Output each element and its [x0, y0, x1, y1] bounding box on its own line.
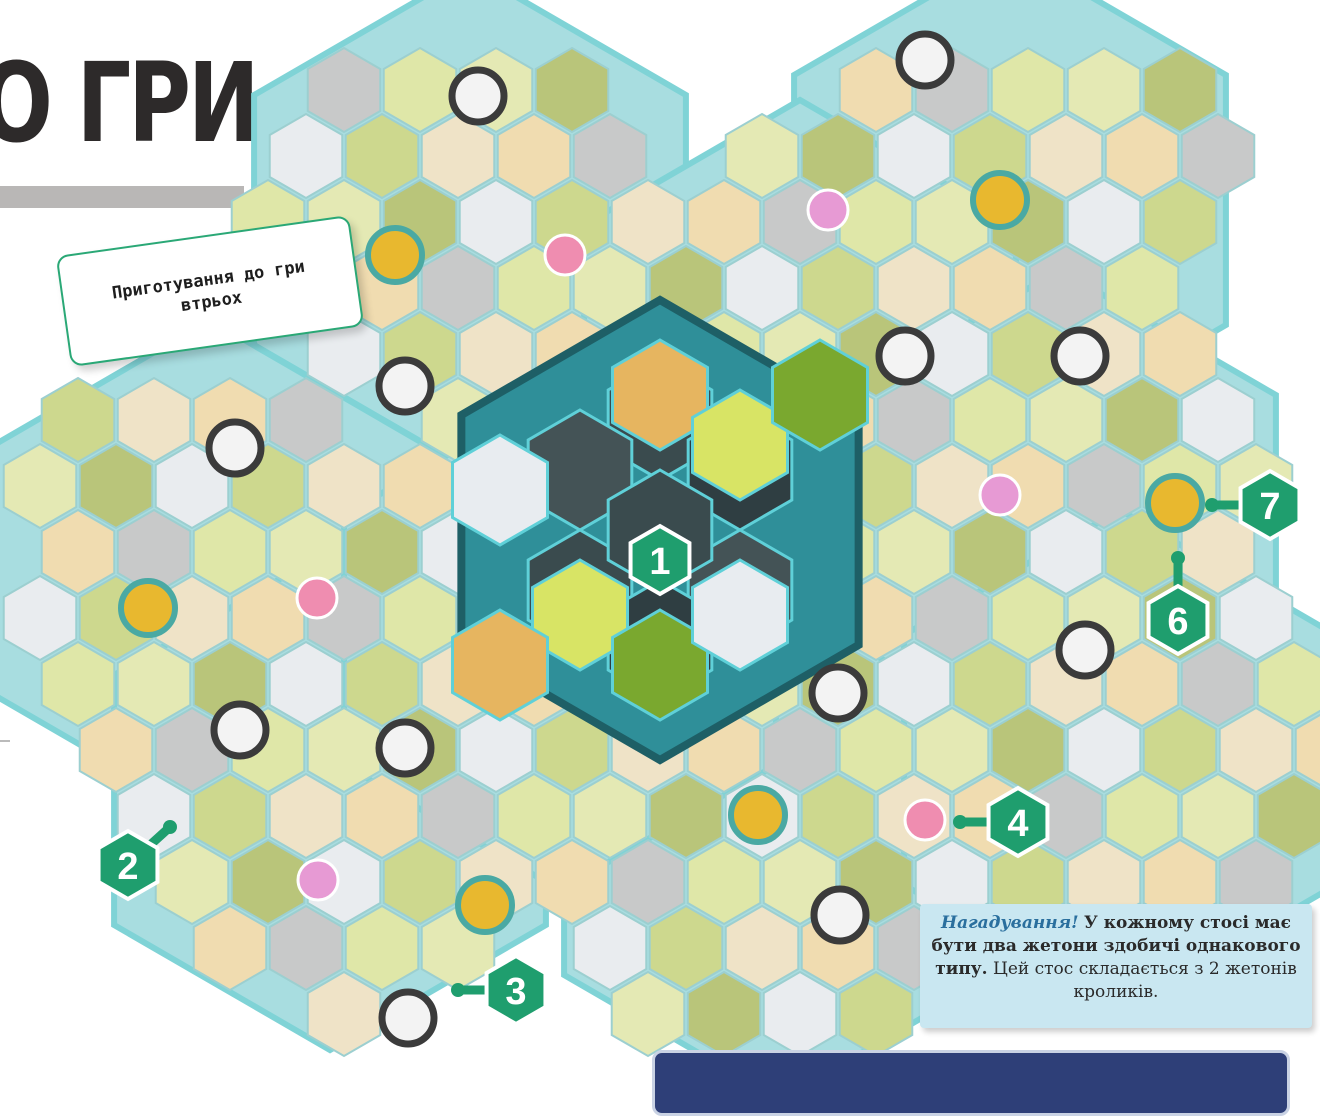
prey-token-icon: [808, 190, 848, 230]
setup-callout-text: Приготування до гри втрьох: [108, 255, 312, 327]
step-marker-label: 4: [1007, 803, 1028, 845]
marker-arrowhead: [953, 815, 967, 829]
special-token-icon: [973, 173, 1027, 227]
special-token-icon: [368, 228, 422, 282]
wolf-token-icon: [1059, 624, 1111, 676]
step-marker-label: 7: [1259, 486, 1280, 528]
marker-arrowhead: [163, 820, 177, 834]
prey-token-icon: [905, 800, 945, 840]
wolf-token-icon: [382, 992, 434, 1044]
wolf-token-icon: [812, 667, 864, 719]
wolf-token-icon: [879, 330, 931, 382]
step-marker-label: 2: [117, 846, 138, 888]
prey-token-icon: [297, 578, 337, 618]
step-marker-label: 6: [1167, 601, 1188, 643]
wolf-token-icon: [1054, 330, 1106, 382]
wolf-token-icon: [899, 34, 951, 86]
step-marker-label: 1: [649, 541, 670, 583]
marker-arrowhead: [1171, 551, 1185, 565]
wolf-token-icon: [214, 704, 266, 756]
marker-arrowhead: [451, 983, 465, 997]
step-marker-label: 3: [505, 971, 526, 1013]
wolf-token-icon: [379, 360, 431, 412]
special-token-icon: [731, 788, 785, 842]
reminder-emphasis: Нагадування!: [941, 913, 1079, 933]
special-token-icon: [121, 581, 175, 635]
wolf-token-icon: [379, 722, 431, 774]
prey-token-icon: [545, 235, 585, 275]
wolf-token-icon: [814, 889, 866, 941]
prey-token-icon: [298, 860, 338, 900]
special-token-icon: [1148, 476, 1202, 530]
wolf-token-icon: [452, 70, 504, 122]
prey-token-icon: [980, 475, 1020, 515]
bottom-panel: [652, 1050, 1290, 1116]
reminder-note: Нагадування! У кожному стосі має бути дв…: [920, 904, 1312, 1028]
wolf-token-icon: [209, 422, 261, 474]
reminder-rest: Цей стос складається з 2 жетонів кроликі…: [993, 959, 1297, 1002]
special-token-icon: [458, 878, 512, 932]
marker-arrowhead: [1205, 498, 1219, 512]
